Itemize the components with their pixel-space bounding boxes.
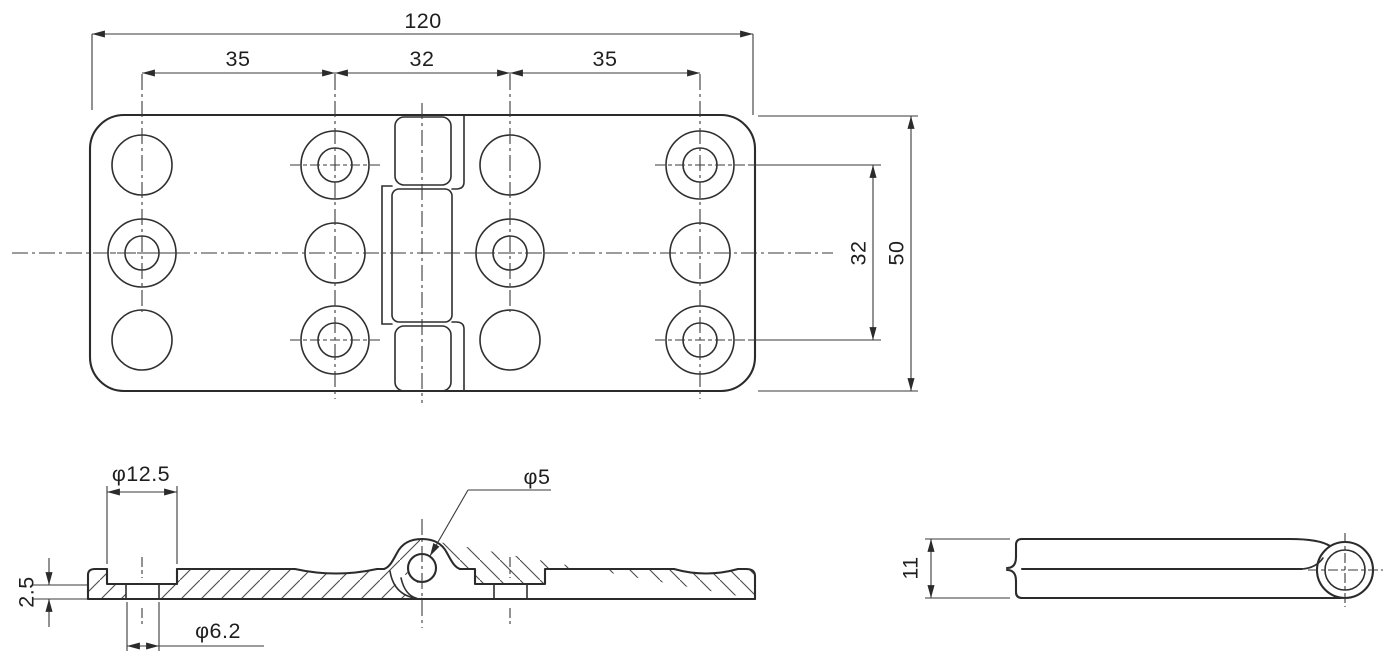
- side-centerlines: [1308, 533, 1383, 607]
- dim-pitch-right: 35: [593, 47, 618, 71]
- side-dimensions: 11: [899, 538, 1010, 599]
- knuckle-cutout-left: [381, 185, 393, 325]
- dim-counterbore-diameter: φ12.5: [112, 462, 170, 486]
- dim-hole-diameter: φ6.2: [195, 619, 241, 643]
- section-dimensions: φ12.5 φ5 2.5 φ6.2: [15, 462, 551, 651]
- curl-seam-inner: [400, 577, 417, 599]
- centerlines: [12, 74, 833, 403]
- side-view: 11: [899, 533, 1383, 607]
- curl-seam-outer: [389, 570, 422, 600]
- dim-pitch-left: 35: [226, 47, 251, 71]
- section-outline: [86, 537, 757, 601]
- dim-seat-thickness: 2.5: [15, 576, 39, 607]
- dim-overall-depth: 50: [885, 241, 909, 266]
- dim-overall-width: 120: [404, 9, 441, 33]
- plan-view: 120 35 32 35 32 50: [12, 9, 918, 403]
- dim-pin-diameter: φ5: [524, 465, 551, 489]
- plan-dimensions: 120 35 32 35 32 50: [91, 9, 918, 392]
- dim-pitch-center: 32: [410, 47, 435, 71]
- knuckle-cutout-right-bottom: [451, 321, 465, 391]
- section-centerlines: [141, 519, 511, 628]
- dim-folded-height: 11: [899, 556, 923, 579]
- dim-hole-span: 32: [847, 241, 871, 266]
- pin-leader: [429, 489, 469, 557]
- knuckle-cutout-right-top: [451, 115, 465, 190]
- section-view: φ12.5 φ5 2.5 φ6.2: [15, 462, 757, 651]
- side-outline: [1005, 537, 1375, 600]
